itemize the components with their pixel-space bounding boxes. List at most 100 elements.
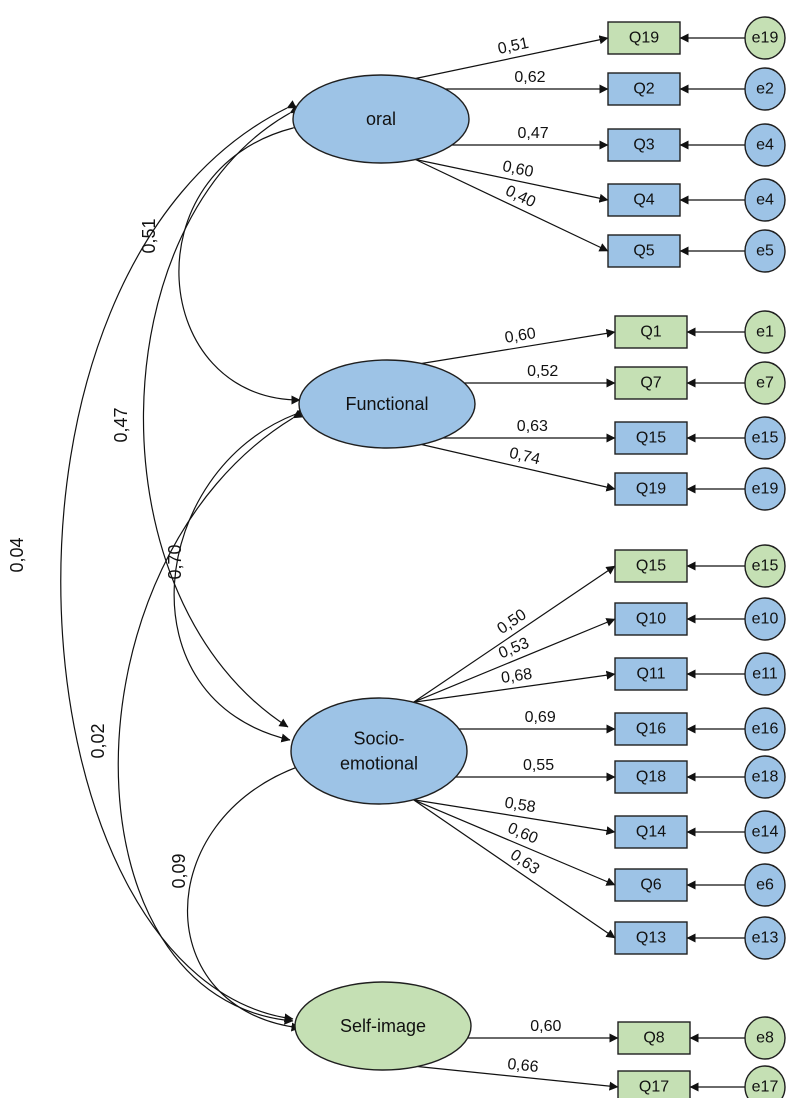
latent-self-label: Self-image [340, 1016, 426, 1036]
indicator-functional-q1-box [614, 315, 688, 349]
indicator-functional-q15-error-circle [744, 416, 786, 460]
covariance-oral-functional-arc [178, 121, 303, 405]
indicator-socio-q18-label: Q18 [636, 769, 666, 786]
indicator-functional-q7-loading-label: 0,52 [527, 363, 558, 380]
indicator-oral-q5-loading-arrow [415, 158, 609, 252]
latent-socio-label-line-1: Socio- [353, 729, 404, 749]
indicator-self-q17-loading-label: 0,66 [507, 1056, 540, 1076]
indicator-self-q17-error-label: e17 [752, 1079, 779, 1096]
indicator-functional-q1-label: Q1 [640, 324, 661, 341]
covariance-socio-self-label: 0,09 [169, 853, 189, 888]
covariance-oral-self-arc [60, 100, 297, 1023]
indicator-socio-q6-error-label: e6 [756, 877, 774, 894]
indicator-oral-q3-box [607, 128, 681, 162]
latent-self-ellipse [294, 981, 472, 1071]
indicator-functional-q1-error-circle [744, 310, 786, 354]
indicator-socio-q15-label: Q15 [636, 558, 666, 575]
indicator-socio-q10-error-circle [744, 597, 786, 641]
indicator-socio-q11-label: Q11 [636, 666, 665, 683]
latent-functional-label: Functional [345, 394, 428, 414]
indicator-socio-q14-loading-arrow [413, 799, 616, 836]
indicator-socio-q18-error-label: e18 [752, 769, 779, 786]
indicator-socio-q11-box [614, 657, 688, 691]
indicator-functional-q7-error-circle [744, 361, 786, 405]
indicator-socio-q13-loading-arrow [413, 799, 616, 939]
indicator-oral-q19-label: Q19 [629, 30, 659, 47]
indicator-functional-q15-loading-label: 0,63 [517, 418, 548, 435]
covariance-oral-socio-label: 0,47 [111, 407, 131, 442]
indicator-socio-q13-loading-label: 0,63 [507, 847, 542, 879]
indicator-functional-q19-box [614, 472, 688, 506]
indicator-socio-q14-error-circle [744, 810, 786, 854]
latent-functional-ellipse [298, 359, 476, 449]
indicator-oral-q4-loading-arrow [415, 158, 609, 203]
indicator-oral-q5-error-circle [744, 229, 786, 273]
covariance-functional-self-arc [117, 409, 303, 1025]
loading-arrows-layer: 0,510,620,470,600,400,600,520,630,740,50… [413, 33, 745, 1092]
indicator-socio-q14-loading-label: 0,58 [503, 795, 537, 817]
indicator-self-q17-label: Q17 [639, 1079, 669, 1096]
indicator-oral-q5-box [607, 234, 681, 268]
indicator-socio-q13-error-circle [744, 916, 786, 960]
indicator-functional-q7-label: Q7 [640, 375, 661, 392]
indicator-oral-q4-loading-label: 0,60 [501, 158, 535, 181]
covariance-oral-self-label: 0,04 [7, 537, 27, 572]
indicator-socio-q11-loading-label: 0,68 [500, 666, 533, 687]
indicator-oral-q5-label: Q5 [633, 243, 654, 260]
indicator-oral-q4-box [607, 183, 681, 217]
indicator-socio-q11-error-circle [744, 652, 786, 696]
indicator-oral-q2-label: Q2 [633, 81, 654, 98]
indicator-oral-q2-box [607, 72, 681, 106]
indicator-oral-q3-error-label: e4 [756, 137, 774, 154]
covariance-functional-socio-label: 0,70 [165, 544, 185, 579]
indicator-socio-q18-box [614, 760, 688, 794]
indicator-socio-q18-loading-label: 0,55 [523, 757, 554, 774]
indicator-socio-q10-label: Q10 [636, 611, 666, 628]
indicator-functional-q7-error-label: e7 [756, 375, 774, 392]
indicator-functional-q19-error-label: e19 [752, 481, 779, 498]
indicator-oral-q2-error-label: e2 [756, 81, 774, 98]
indicator-socio-q6-loading-label: 0,60 [505, 820, 540, 848]
indicator-socio-q14-label: Q14 [636, 824, 666, 841]
indicator-socio-q16-loading-label: 0,69 [525, 709, 556, 726]
indicator-oral-q19-error-circle [744, 16, 786, 60]
indicator-socio-q11-loading-arrow [413, 670, 616, 703]
indicator-functional-q1-loading-label: 0,60 [504, 325, 538, 347]
latent-oral-label: oral [366, 109, 396, 129]
indicator-oral-q5-loading-label: 0,40 [503, 183, 539, 212]
indicator-socio-q16-box [614, 712, 688, 746]
indicator-socio-q15-loading-arrow [413, 565, 616, 703]
latent-oral-ellipse [292, 74, 470, 164]
indicator-socio-q10-error-label: e10 [752, 611, 779, 628]
indicator-self-q17-loading-arrow [417, 1065, 619, 1091]
indicator-functional-q19-label: Q19 [636, 481, 666, 498]
indicator-self-q8-error-label: e8 [756, 1030, 774, 1047]
covariance-oral-socio-arc [142, 104, 300, 728]
indicator-self-q8-error-circle [744, 1016, 786, 1060]
indicator-socio-q15-error-circle [744, 544, 786, 588]
indicator-oral-q19-loading-label: 0,51 [496, 35, 530, 58]
indicator-self-q17-box [617, 1070, 691, 1098]
indicator-functional-q19-error-circle [744, 467, 786, 511]
indicator-socio-q16-label: Q16 [636, 721, 666, 738]
indicator-self-q8-loading-label: 0,60 [530, 1018, 561, 1035]
covariance-socio-self-arc [187, 758, 310, 1032]
indicator-oral-q19-box [607, 21, 681, 55]
indicator-oral-q3-error-circle [744, 123, 786, 167]
indicator-socio-q16-error-label: e16 [752, 721, 779, 738]
indicator-socio-q13-label: Q13 [636, 930, 666, 947]
indicator-socio-q6-loading-arrow [413, 799, 616, 886]
indicator-oral-q19-error-label: e19 [752, 30, 779, 47]
indicator-self-q8-box [617, 1021, 691, 1055]
indicator-functional-q1-loading-arrow [421, 328, 616, 365]
indicator-functional-q7-box [614, 366, 688, 400]
indicator-socio-q11-error-label: e11 [752, 666, 778, 683]
latent-socio-ellipse [290, 697, 468, 805]
indicator-oral-q2-error-circle [744, 67, 786, 111]
covariance-functional-socio-arc [173, 406, 306, 743]
indicator-oral-q4-label: Q4 [633, 192, 654, 209]
indicator-functional-q1-error-label: e1 [756, 324, 774, 341]
indicator-functional-q15-label: Q15 [636, 430, 666, 447]
